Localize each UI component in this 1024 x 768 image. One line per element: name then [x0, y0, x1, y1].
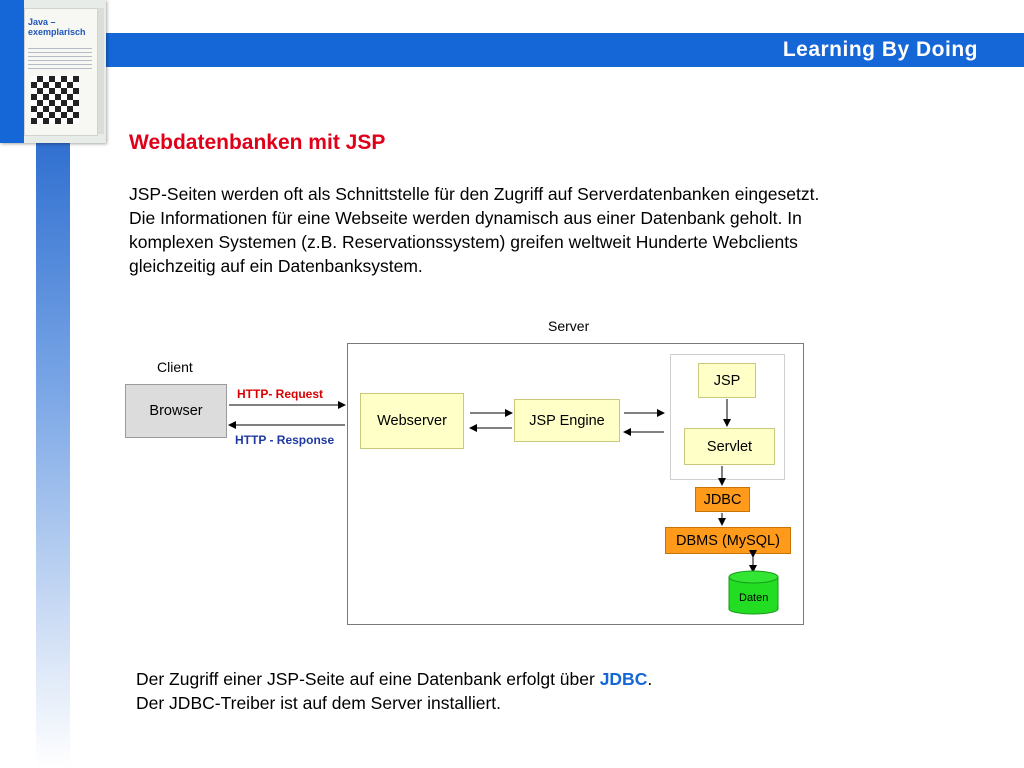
- footer-line-1-suffix: .: [647, 669, 653, 689]
- footer-line-1: Der Zugriff einer JSP-Seite auf eine Dat…: [136, 667, 836, 691]
- jdbc-box: JDBC: [695, 487, 750, 512]
- server-label: Server: [548, 318, 590, 334]
- intro-line-3: komplexen Systemen (z.B. Reservationssys…: [129, 232, 798, 252]
- left-accent-bar: [36, 138, 70, 768]
- book-spine-band: [0, 0, 24, 143]
- dbms-box: DBMS (MySQL): [665, 527, 791, 554]
- header-bar: [0, 33, 1024, 67]
- book-right-edge: [98, 8, 104, 134]
- client-label: Client: [157, 359, 193, 375]
- footer-line-1-prefix: Der Zugriff einer JSP-Seite auf eine Dat…: [136, 669, 600, 689]
- webserver-box: Webserver: [360, 393, 464, 449]
- intro-paragraph: JSP-Seiten werden oft als Schnittstelle …: [129, 182, 929, 278]
- book-checkerboard-graphic: [31, 76, 79, 124]
- daten-label: Daten: [739, 592, 769, 604]
- footer-jdbc-highlight: JDBC: [599, 669, 648, 689]
- servlet-box: Servlet: [684, 428, 775, 465]
- header-title: Learning By Doing: [782, 38, 978, 61]
- page-title: Webdatenbanken mit JSP: [129, 131, 386, 154]
- http-response-label: HTTP - Response: [235, 433, 335, 447]
- browser-box: Browser: [125, 384, 227, 438]
- book-text-lines: [28, 48, 92, 70]
- http-request-label: HTTP- Request: [237, 387, 324, 401]
- intro-line-2: Die Informationen für eine Webseite werd…: [129, 208, 802, 228]
- footer-text: Der Zugriff einer JSP-Seite auf eine Dat…: [136, 667, 836, 715]
- footer-line-2: Der JDBC-Treiber ist auf dem Server inst…: [136, 693, 502, 713]
- jsp-engine-box: JSP Engine: [514, 399, 620, 442]
- book-cover-image: Java – exemplarisch: [0, 0, 106, 143]
- intro-line-1: JSP-Seiten werden oft als Schnittstelle …: [129, 184, 820, 204]
- jsp-box: JSP: [698, 363, 756, 398]
- intro-line-4: gleichzeitig auf ein Datenbanksystem.: [129, 256, 423, 276]
- book-title: Java – exemplarisch: [28, 17, 86, 37]
